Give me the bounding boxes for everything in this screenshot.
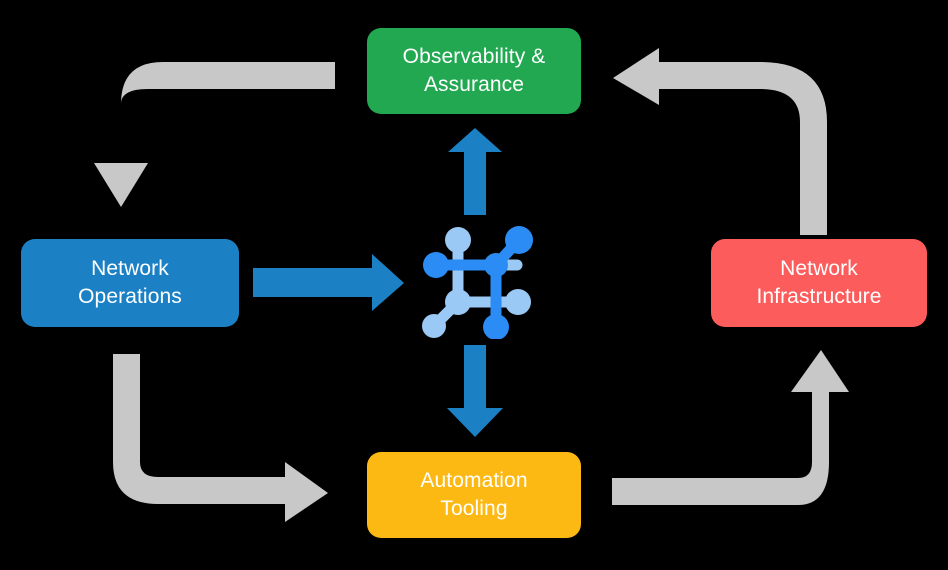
arrow-observability-to-operations — [94, 62, 335, 207]
box-automation-tooling[interactable]: Automation Tooling — [367, 452, 581, 538]
box-observability-assurance[interactable]: Observability & Assurance — [367, 28, 581, 114]
arrow-center-to-automation — [447, 345, 503, 437]
network-topology-icon — [422, 226, 533, 339]
arrow-operations-to-automation — [113, 354, 328, 522]
arrow-operations-to-center — [253, 254, 404, 311]
box-network-infrastructure[interactable]: Network Infrastructure — [711, 239, 927, 327]
box-network-operations[interactable]: Network Operations — [21, 239, 239, 327]
arrow-center-to-observability — [448, 128, 502, 215]
arrow-automation-to-infrastructure — [612, 350, 849, 505]
arrow-infrastructure-to-observability — [613, 48, 827, 235]
